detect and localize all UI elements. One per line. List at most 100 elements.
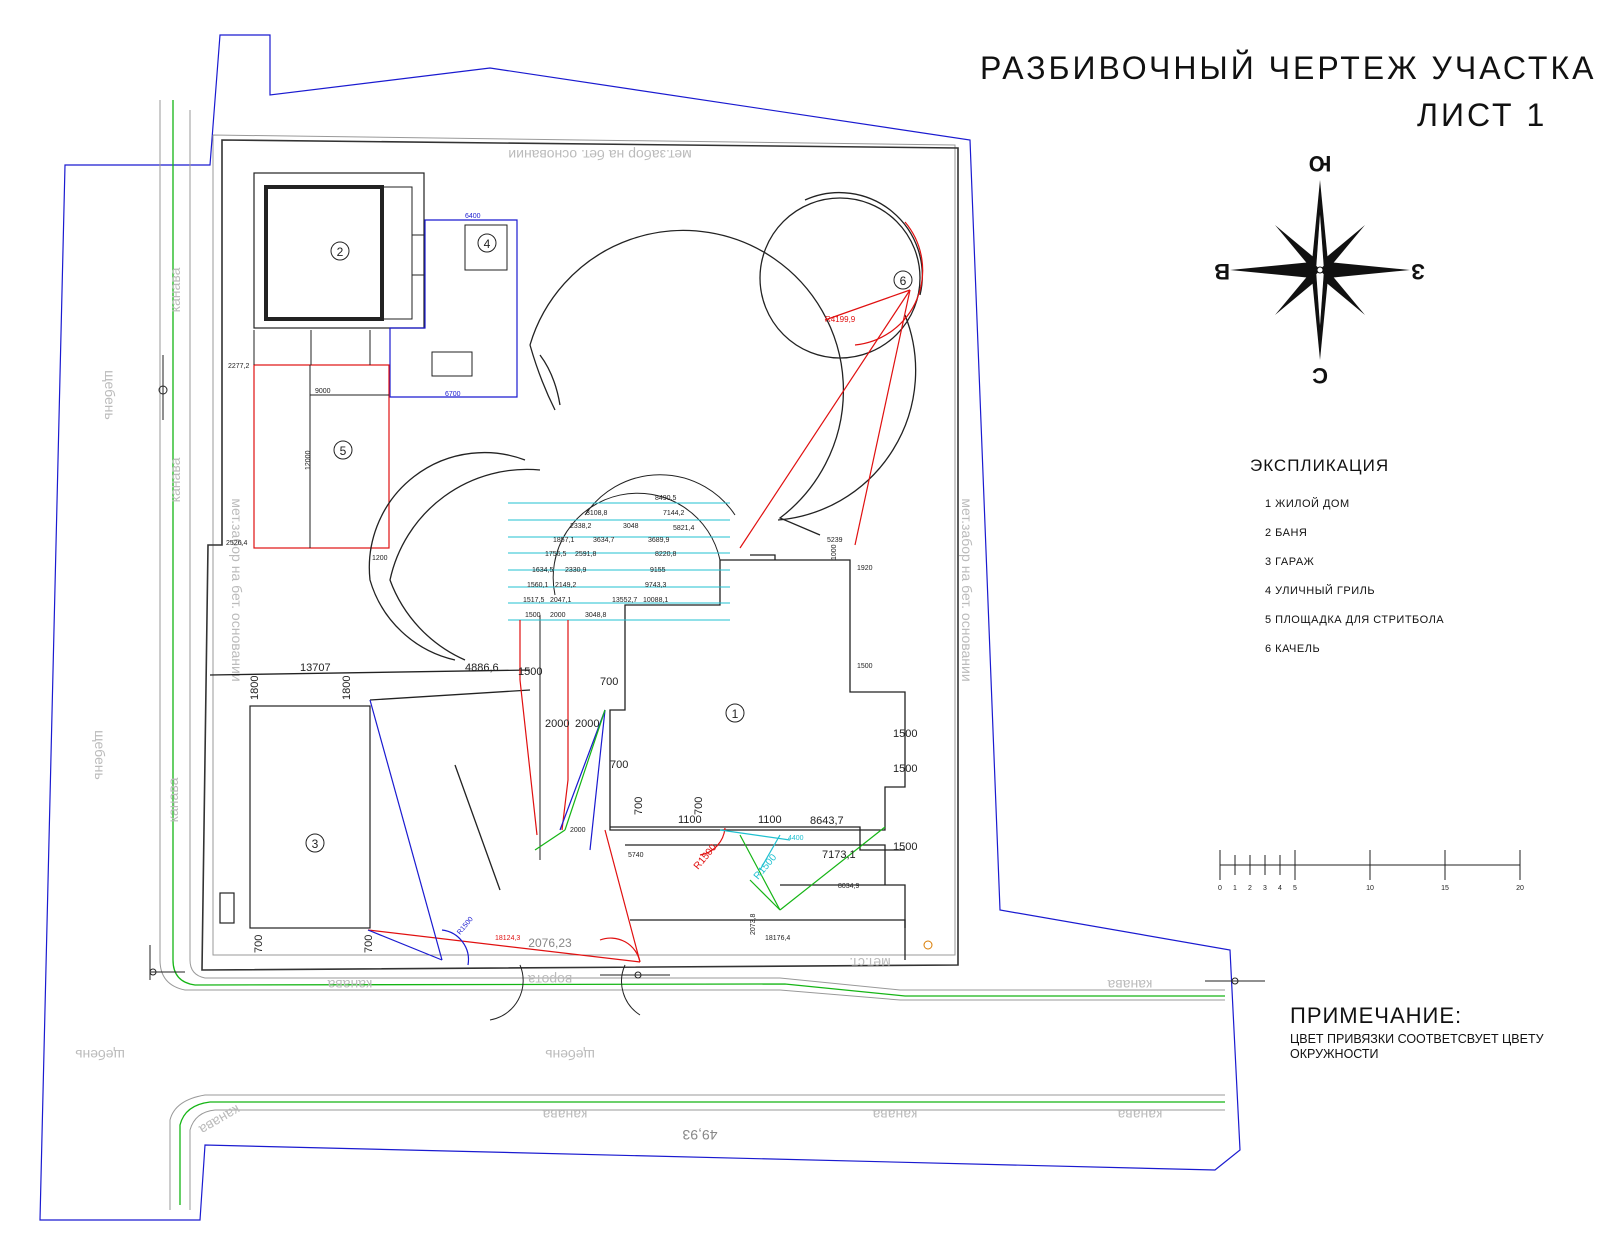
dim-1920: 1920 [857,565,873,572]
scale-label-15: 15 [1441,885,1449,892]
dim-1560: 1560,1 [527,582,549,589]
ditch-label-left-2: канава [167,457,183,502]
explication-item: 4 УЛИЧНЫЙ ГРИЛЬ [1265,585,1376,597]
gravel-label-bottom-1: щебень [75,1047,125,1063]
drawing-title-line2: ЛИСТ 1 [1417,97,1548,133]
explication-item: 5 ПЛОЩАДКА ДЛЯ СТРИТБОЛА [1265,614,1445,626]
scale-bar [1219,850,1521,880]
compass-north: Ю [1309,151,1332,176]
dim-700f: 700 [363,935,375,953]
dim-6700: 6700 [445,391,461,398]
entry-markers [149,355,1265,1021]
fence-label-right: мет.забор на бет. основании [959,498,975,681]
road-length-label: 49,93 [682,1127,717,1143]
dim-5821: 5821,4 [673,525,695,532]
dim-2073: 2073,8 [750,913,757,935]
dim-2591: 2591,8 [575,551,597,558]
dim-8220: 8220,8 [655,551,677,558]
fence-bottom-label: мет.ст. [849,955,890,971]
gravel-label-left-2: щебень [92,730,108,780]
dim-6400: 6400 [465,213,481,220]
radius-blue: R1500 [456,916,475,936]
dim-8643: 8643,7 [810,815,844,827]
radius-cyan: R1500 [752,852,780,882]
bath-house [253,172,425,329]
dim-1500f: 1500 [857,663,873,670]
streetball-court [253,330,390,549]
building-markers: 1 2 3 4 5 6 [305,233,913,853]
scale-label-20: 20 [1516,885,1524,892]
scale-label-10: 10 [1366,885,1374,892]
marker-1: 1 [732,707,739,721]
dim-2338: 2338,2 [570,523,592,530]
green-dimension-lines [534,709,886,911]
dim-8034: 8034,9 [838,883,860,890]
dim-1756: 1756,5 [545,551,567,558]
gravel-label-left-1: щебень [102,370,118,420]
marker-3: 3 [312,837,319,851]
drawing-title-line1: РАЗБИВОЧНЫЙ ЧЕРТЕЖ УЧАСТКА [980,50,1597,86]
explication-item: 3 ГАРАЖ [1265,556,1315,568]
dim-13552: 13552,7 [612,597,637,604]
dim-1634: 1634,5 [532,567,554,574]
step-guides [508,502,730,621]
red-dimension-lines [367,221,924,963]
steps [539,474,736,860]
marker-4: 4 [484,237,491,251]
compass-rose [1230,180,1410,360]
dim-18176: 18176,4 [765,935,790,942]
dim-700b: 700 [610,759,628,771]
explication-item: 6 КАЧЕЛЬ [1265,643,1321,655]
scale-label-0: 0 [1218,885,1222,892]
marker-2: 2 [337,245,344,259]
dim-3048a: 3048 [623,523,639,530]
dim-1800b: 1800 [341,676,353,700]
dim-4886: 4886,6 [465,662,499,674]
dim-2000a: 2000 [545,718,569,730]
dim-1100b: 1100 [758,814,782,826]
paths-and-circles [209,191,923,891]
dimension-labels: 13707 4886,6 1500 1800 1800 700 700 2000… [226,213,917,953]
dim-700c: 700 [633,797,645,815]
dim-3108: 3108,8 [586,510,608,517]
fence-label-top: мет.забор на бет. основании [508,147,691,163]
bottom-length-label: 2076,23 [528,936,572,950]
dim-2330: 2330,9 [565,567,587,574]
dim-2047: 2047,1 [550,597,572,604]
dim-13707: 13707 [300,662,331,674]
dim-1500e: 1500 [525,612,541,619]
ditch-label-road-4: канава [196,1102,243,1138]
marker-6: 6 [900,274,907,288]
property-boundary [39,34,1241,1221]
explication-list: 1 ЖИЛОЙ ДОМ 2 БАНЯ 3 ГАРАЖ 4 УЛИЧНЫЙ ГРИ… [1265,498,1444,672]
scale-label-5: 5 [1293,885,1297,892]
fence [201,139,959,971]
compass-south: С [1312,363,1328,388]
gravel-label-bottom-2: щебень [545,1047,595,1063]
ditch-label-bottom-2: канава [1107,977,1152,993]
dim-2000d: 2000 [570,827,586,834]
dim-2526: 2526,4 [226,540,248,547]
explication-item: 1 ЖИЛОЙ ДОМ [1265,498,1350,510]
dim-4400: 4400 [788,835,804,842]
radius-red-top: R4199,9 [825,315,856,324]
dim-18124: 18124,3 [495,935,520,942]
dim-5740: 5740 [628,852,644,859]
dim-1800a: 1800 [249,676,261,700]
fence-label-left: мет.забор на бет. основании [229,498,245,681]
dim-1500d: 1500 [893,841,917,853]
radius-labels: R4199,9 R1500 R1500 R1500 [456,315,856,936]
compass-west: В [1214,259,1230,284]
ditch-label-road-1: канава [542,1107,587,1123]
ditch-label-left-3: канава [165,777,181,822]
dim-700d: 700 [693,797,705,815]
dim-9155: 9155 [650,567,666,574]
dim-1500c: 1500 [893,763,917,775]
dim-2000c: 2000 [550,612,566,619]
explication-item: 2 БАНЯ [1265,527,1308,539]
scale-label-3: 3 [1263,885,1267,892]
dim-9000: 9000 [315,388,331,395]
dim-12000: 12000 [305,450,312,470]
dim-1100a: 1100 [678,814,702,826]
